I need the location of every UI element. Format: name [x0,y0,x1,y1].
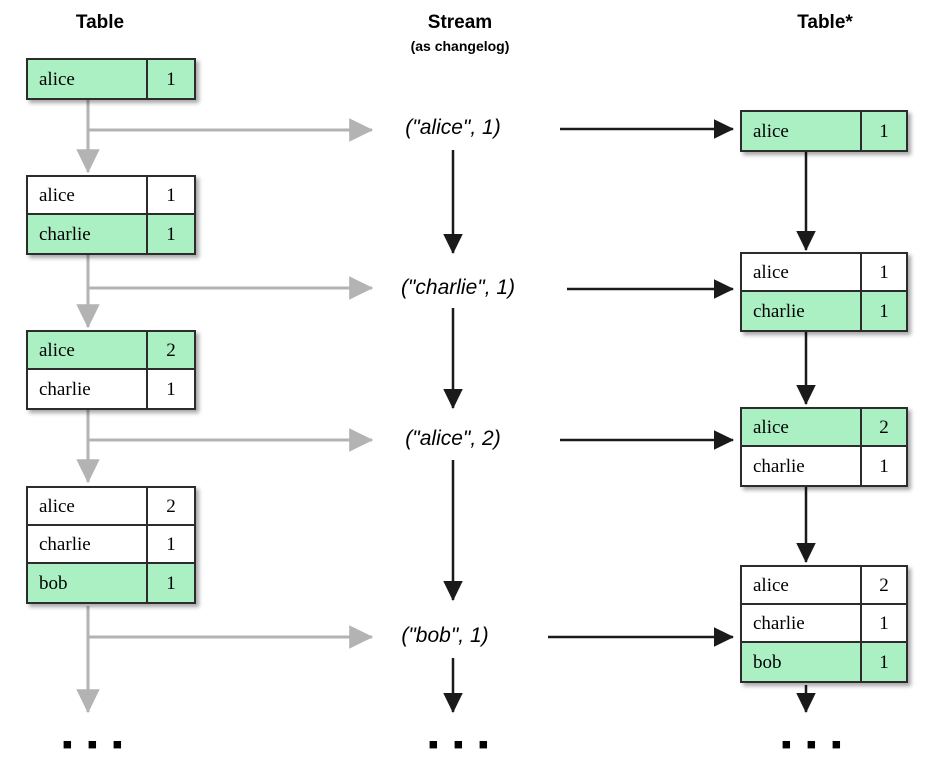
table-row: alice 1 [28,60,194,98]
table-cell-key: alice [742,409,862,445]
table-cell-key: alice [28,60,148,98]
stream-record-4: ("bob", 1) [401,624,489,647]
table-cell-value: 1 [166,223,176,245]
table-row: charlie 1 [28,526,194,564]
table-cell-key: charlie [742,292,862,330]
table-cell-value: 2 [879,574,889,596]
table-cell-key: charlie [28,370,148,408]
right-table-2: alice 1 charlie 1 [740,252,908,332]
left-table-3: alice 2 charlie 1 [26,330,196,410]
table-cell-value: 1 [166,68,176,90]
column-title-table-star: Table* [797,12,853,33]
table-row: alice 1 [28,177,194,215]
table-row: charlie 1 [742,447,906,485]
table-cell-key: alice [742,567,862,603]
table-cell-key: alice [28,488,148,524]
left-table-2: alice 1 charlie 1 [26,175,196,255]
right-table-3: alice 2 charlie 1 [740,407,908,487]
table-cell-key: bob [28,564,148,602]
table-cell-key: charlie [28,215,148,253]
table-cell-value: 1 [879,120,889,142]
table-row: charlie 1 [28,370,194,408]
table-row: alice 2 [28,332,194,370]
table-cell-value: 1 [879,300,889,322]
table-row: charlie 1 [28,215,194,253]
table-cell-value: 1 [879,261,889,283]
stream-column-ellipsis: ▪ ▪ ▪ [428,728,492,761]
stream-to-table-star-arrows [548,119,735,647]
table-cell-value: 1 [166,378,176,400]
left-column-ellipsis: ▪ ▪ ▪ [62,728,126,761]
column-title-stream: Stream [427,12,493,33]
table-cell-key: bob [742,643,862,681]
table-row: charlie 1 [742,605,906,643]
left-table-4: alice 2 charlie 1 bob 1 [26,486,196,604]
table-cell-key: alice [742,254,862,290]
stream-record-1: ("alice", 1) [405,116,501,139]
table-cell-key: alice [742,112,862,150]
table-cell-key: charlie [742,605,862,641]
table-cell-value: 1 [166,572,176,594]
table-cell-key: alice [28,332,148,368]
table-row: bob 1 [742,643,906,681]
table-row: alice 2 [28,488,194,526]
table-row: alice 2 [742,567,906,605]
table-cell-value: 1 [166,533,176,555]
table-cell-value: 2 [166,339,176,361]
right-column-ellipsis: ▪ ▪ ▪ [781,728,845,761]
table-row: alice 2 [742,409,906,447]
right-table-1: alice 1 [740,110,908,152]
table-cell-value: 2 [166,495,176,517]
table-row: alice 1 [742,254,906,292]
table-cell-key: charlie [742,447,862,485]
column-subtitle-stream: (as changelog) [410,38,510,54]
stream-record-3: ("alice", 2) [405,427,501,450]
table-cell-value: 1 [879,455,889,477]
right-table-4: alice 2 charlie 1 bob 1 [740,565,908,683]
table-row: bob 1 [28,564,194,602]
table-row: alice 1 [742,112,906,150]
left-table-1: alice 1 [26,58,196,100]
table-cell-value: 1 [879,651,889,673]
column-title-table: Table [75,12,125,33]
table-cell-key: charlie [28,526,148,562]
table-row: charlie 1 [742,292,906,330]
table-cell-value: 1 [879,612,889,634]
table-cell-value: 2 [879,416,889,438]
table-cell-key: alice [28,177,148,213]
table-cell-value: 1 [166,184,176,206]
stream-record-2: ("charlie", 1) [400,276,516,299]
